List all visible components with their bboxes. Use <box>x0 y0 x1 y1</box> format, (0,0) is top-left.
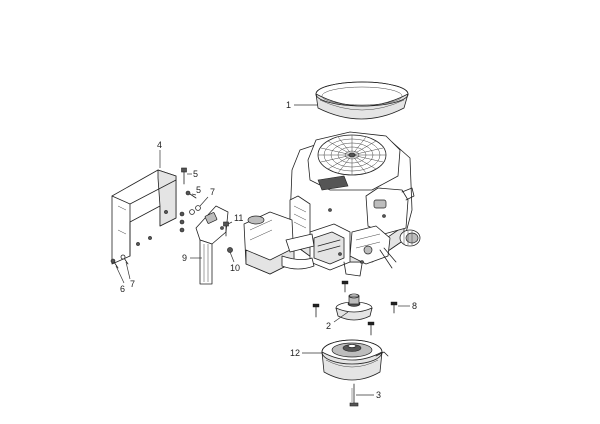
part-clutch-bolt <box>367 321 375 336</box>
callout-2: 2 <box>326 321 331 331</box>
screw-6 <box>110 258 119 269</box>
callout-8: 8 <box>412 301 417 311</box>
part-pulley <box>335 293 373 321</box>
callout-12: 12 <box>290 348 300 358</box>
part-long-bolt <box>349 383 359 407</box>
part-bolt-left <box>312 303 320 318</box>
callout-1: 1 <box>286 100 291 110</box>
screw-7 <box>120 254 129 265</box>
callout-10: 10 <box>230 263 240 273</box>
part-bolt-8 <box>390 301 398 314</box>
leader-lines <box>115 104 410 396</box>
callout-labels: 1 2 3 4 5 5 6 7 7 8 9 10 11 12 <box>120 100 417 400</box>
callout-4: 4 <box>157 140 162 150</box>
callout-3: 3 <box>376 390 381 400</box>
callout-5-lower: 5 <box>196 185 201 195</box>
callout-6: 6 <box>120 284 125 294</box>
part-heat-shield <box>111 169 177 265</box>
part-belt <box>315 81 409 120</box>
part-engine <box>289 131 421 277</box>
part-fasteners-left <box>110 167 201 269</box>
part-muffler <box>243 211 315 275</box>
callout-11: 11 <box>234 213 243 223</box>
callout-7-right: 7 <box>210 187 215 197</box>
callout-7-left: 7 <box>130 279 135 289</box>
part-pulley-bolt <box>341 280 349 293</box>
part-clutch <box>321 339 389 381</box>
callout-9: 9 <box>182 253 187 263</box>
part-exhaust-pipe <box>195 205 229 285</box>
part-10-nut <box>227 247 233 253</box>
callout-5-upper: 5 <box>193 169 198 179</box>
